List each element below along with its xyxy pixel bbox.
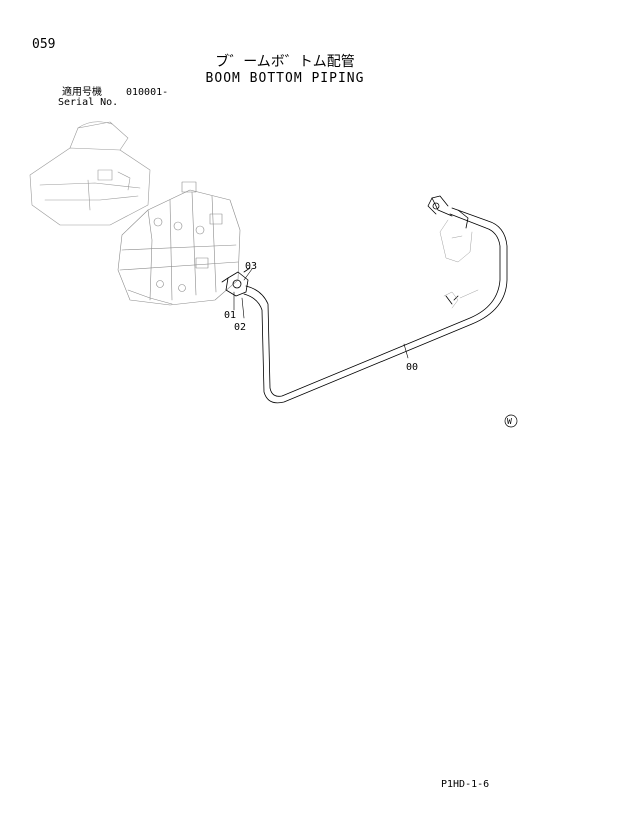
control-valve-ghost xyxy=(117,181,241,306)
callout-03: 03 xyxy=(245,261,257,272)
serial-label-japanese: 適用号機 xyxy=(62,87,102,98)
title-japanese: ブ゛ームボ゛トム配管 xyxy=(215,54,355,70)
boom-cylinder-ghost xyxy=(439,219,479,309)
flange-fitting xyxy=(221,267,251,297)
title-english: BOOM BOTTOM PIPING xyxy=(205,71,365,86)
boom-bottom-pipe xyxy=(243,195,508,404)
serial-label-english: Serial No. xyxy=(58,97,119,108)
serial-value: 010001- xyxy=(126,87,169,98)
document-code: P1HD-1-6 xyxy=(441,779,490,790)
callout-00: 00 xyxy=(406,362,418,373)
leader-lines xyxy=(233,268,409,359)
callout-02: 02 xyxy=(234,322,246,333)
w-mark-circle xyxy=(504,414,518,428)
page-number: 059 xyxy=(32,37,56,52)
seat-ghost xyxy=(29,121,151,226)
callout-01: 01 xyxy=(224,310,236,321)
w-mark-letter: W xyxy=(507,417,512,426)
